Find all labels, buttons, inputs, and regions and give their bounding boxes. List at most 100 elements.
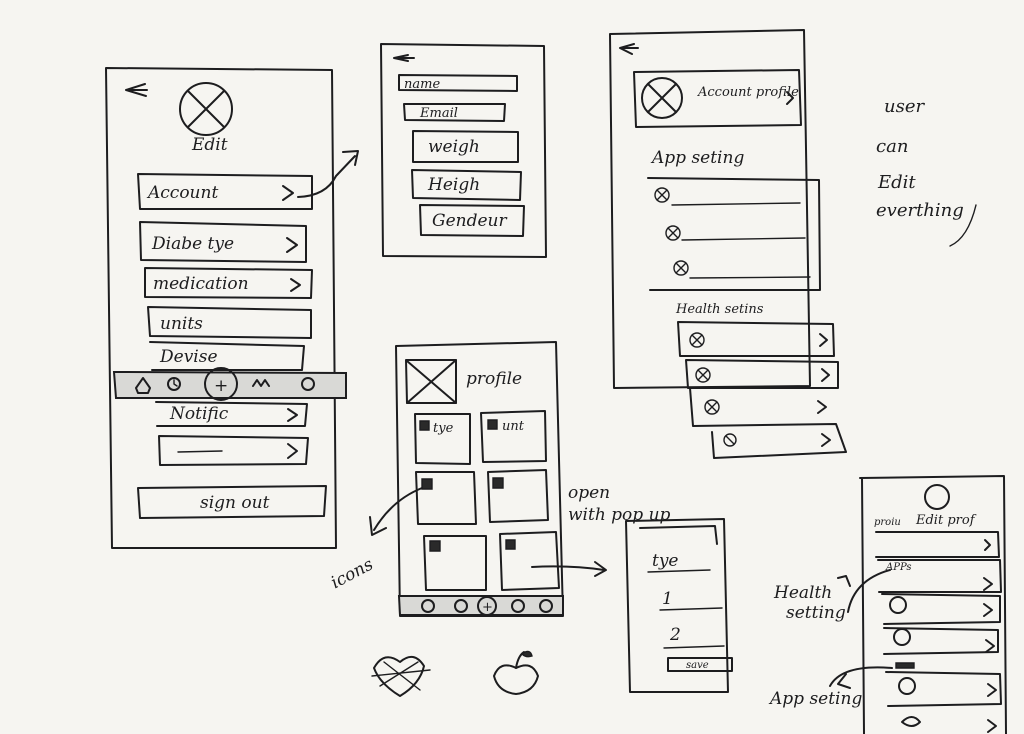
- tile-empty[interactable]: [415, 471, 477, 525]
- menu-item-medication[interactable]: [144, 267, 313, 299]
- menu-item-blank[interactable]: [158, 435, 309, 466]
- note-health: Health: [773, 583, 832, 603]
- row-icon: [901, 716, 921, 727]
- screen-account-form: name Email weigh Heigh Gendeur: [380, 43, 547, 258]
- placeholder-cross: [675, 262, 687, 274]
- nav-dot-icon[interactable]: [511, 599, 525, 613]
- menu-item-units[interactable]: [147, 306, 312, 339]
- setting-icon: [673, 260, 689, 276]
- home-icon[interactable]: [135, 377, 151, 394]
- chevron-right-icon: [987, 719, 997, 733]
- popup-option-1[interactable]: 1: [662, 589, 673, 609]
- chevron-right-icon: [821, 433, 831, 447]
- menu-label-medication: medication: [153, 274, 249, 294]
- email-field-label: Email: [419, 106, 458, 121]
- clock-icon[interactable]: [167, 377, 181, 391]
- note-open: open: [568, 483, 610, 503]
- chevron-right-icon: [983, 577, 993, 591]
- setting-icon: [704, 399, 720, 415]
- settings-row[interactable]: [885, 671, 1002, 707]
- email-field[interactable]: [403, 103, 506, 122]
- popup-title: tye: [652, 551, 679, 571]
- chevron-right-icon: [985, 639, 995, 653]
- phone-frame-edit-profile: [859, 475, 1007, 734]
- phone-frame-account: [380, 43, 547, 258]
- sign-out-button[interactable]: [137, 485, 327, 519]
- add-plus-glyph: +: [482, 600, 493, 615]
- gender-field[interactable]: [419, 204, 525, 237]
- chevron-right-icon: [786, 91, 794, 105]
- back-arrow-icon[interactable]: [619, 43, 639, 55]
- profile-title: profile: [466, 369, 522, 389]
- name-field[interactable]: [398, 74, 518, 92]
- add-button[interactable]: [477, 596, 497, 616]
- screen-edit-profile: proiu Edit prof APPs: [859, 475, 1007, 734]
- menu-item-account[interactable]: [137, 173, 313, 210]
- popup-divider: [647, 569, 711, 573]
- settings-row[interactable]: [881, 593, 1001, 625]
- tile-empty[interactable]: [487, 469, 549, 523]
- setting-icon: [689, 332, 705, 348]
- setting-row-line[interactable]: [681, 237, 806, 241]
- health-setting-overflow: [689, 387, 847, 459]
- flow-arrow-health: [837, 569, 891, 613]
- menu-item-notifications[interactable]: [155, 401, 308, 427]
- flow-arrow-app-setting: [829, 666, 893, 689]
- menu-placeholder-line: [177, 450, 223, 453]
- flow-arrow-account: [297, 150, 359, 198]
- settings-row[interactable]: [883, 627, 999, 655]
- height-field[interactable]: [411, 169, 522, 201]
- back-arrow-icon[interactable]: [393, 54, 415, 62]
- chevron-right-icon: [282, 185, 294, 201]
- chart-icon[interactable]: [252, 379, 270, 387]
- health-setting-row[interactable]: [677, 321, 835, 357]
- gender-field-label: Gendeur: [432, 211, 507, 231]
- popup-header-line: [639, 525, 718, 545]
- setting-row-line[interactable]: [671, 202, 801, 206]
- avatar-placeholder: [179, 82, 233, 136]
- popup-option-2[interactable]: 2: [669, 625, 681, 645]
- health-setting-row[interactable]: [685, 359, 839, 389]
- profile-nav-icon[interactable]: [301, 377, 315, 391]
- settings-row[interactable]: [877, 559, 1002, 593]
- edit-label[interactable]: Edit: [191, 135, 228, 155]
- add-button[interactable]: [204, 367, 238, 401]
- popup-save-button[interactable]: [667, 657, 733, 672]
- weight-field[interactable]: [412, 130, 519, 163]
- placeholder-cross: [691, 334, 703, 346]
- setting-icon: [695, 367, 711, 383]
- note-line: everthing: [876, 200, 964, 221]
- add-plus-glyph: +: [214, 376, 228, 396]
- popup-type-picker: tye 1 2 save: [625, 518, 733, 693]
- flow-arrow-popup: [531, 561, 607, 577]
- screen-settings: Edit Account Diabe tye medication units …: [105, 67, 347, 549]
- tile-type[interactable]: [414, 413, 471, 465]
- back-arrow-icon[interactable]: [125, 83, 148, 97]
- nav-dot-icon[interactable]: [539, 599, 553, 613]
- name-field-label: name: [404, 77, 440, 92]
- menu-label-notifications: Notific: [169, 404, 229, 424]
- profile-avatar-placeholder: [641, 77, 683, 119]
- menu-item-diabetes-type[interactable]: [139, 221, 307, 263]
- tile-empty[interactable]: [423, 535, 487, 591]
- setting-row-line[interactable]: [689, 276, 811, 279]
- tile-empty[interactable]: [499, 531, 560, 591]
- nav-dot-icon[interactable]: [454, 599, 468, 613]
- setting-icon: [665, 225, 681, 241]
- tile-type-label: tye: [433, 421, 454, 436]
- tile-icon: [429, 540, 441, 552]
- account-profile-card[interactable]: [633, 69, 802, 128]
- note-user-can-edit: user can Edit everthing: [876, 96, 977, 247]
- apple-leaf: [520, 650, 533, 658]
- app-setting-heading: App seting: [650, 148, 744, 168]
- tile-unit[interactable]: [480, 410, 547, 463]
- chevron-right-icon: [290, 278, 301, 292]
- popup-divider: [663, 645, 725, 649]
- nav-dot-icon[interactable]: [421, 599, 435, 613]
- profile-row[interactable]: [875, 531, 1000, 558]
- note-line: can: [876, 136, 908, 157]
- phone-frame-profile: [609, 29, 811, 389]
- app-setting-group: [647, 177, 821, 291]
